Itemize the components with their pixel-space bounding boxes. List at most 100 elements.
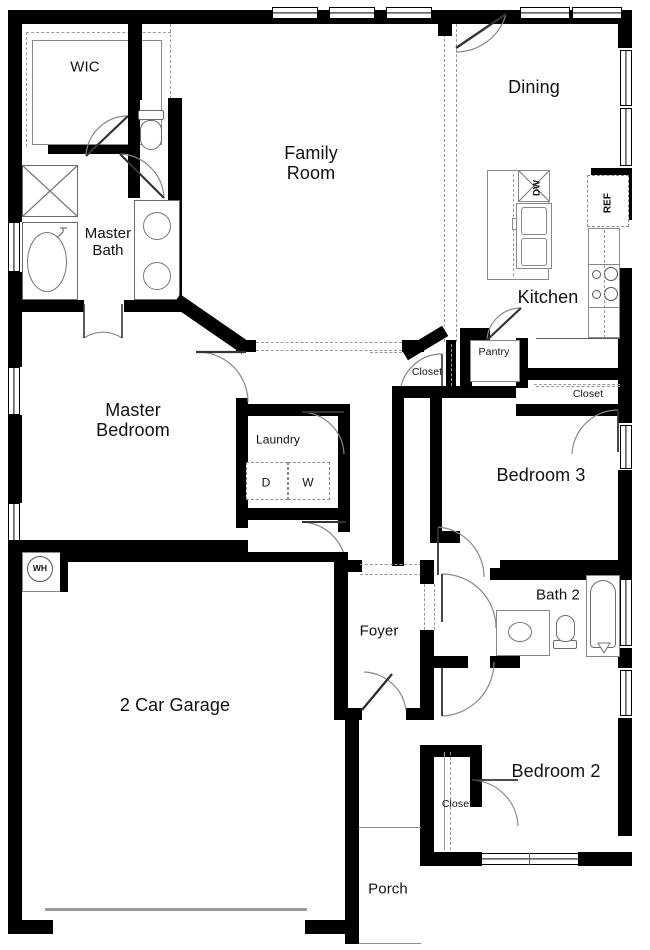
kitchen-counter-edge: [536, 338, 620, 340]
room-label-closet-bed3: Closet: [572, 388, 604, 401]
wall-masterbath-bottom: [8, 300, 84, 312]
garage-door-opening: [45, 908, 307, 911]
window-dining-right-1: [620, 50, 632, 106]
wall-hall-left: [392, 386, 404, 566]
exterior-wall-top: [8, 10, 632, 24]
wall-jog-hall: [401, 325, 449, 361]
room-label-family-room: Family Room: [284, 142, 338, 183]
window-family-1: [272, 7, 318, 19]
kitchen-upper-cabinet-line2: [536, 386, 620, 387]
room-label-wic: WIC: [70, 58, 100, 76]
master-tub-basin: [27, 232, 67, 292]
wall-family-bottom-left: [236, 340, 256, 352]
wall-bed2-bottom-right: [578, 852, 632, 866]
wall-bed3-top: [516, 404, 622, 416]
wall-laundry-bottom: [236, 508, 350, 520]
window-masterbath-left: [8, 222, 20, 272]
water-heater-circle: [27, 556, 53, 582]
window-masterbed-left-1: [8, 367, 20, 415]
window-family-2: [329, 7, 375, 19]
exterior-wall-right-s4: [618, 470, 632, 575]
door-dining-patio-swing[interactable]: [452, 12, 508, 54]
room-label-dining: Dining: [508, 76, 560, 97]
wall-bed2-bottom-left: [420, 852, 482, 866]
wall-masterbed-bottom-2: [68, 540, 248, 552]
room-label-bath-2: Bath 2: [536, 586, 580, 604]
wall-toilet-room-right: [168, 98, 182, 198]
family-opening-dash-2: [256, 350, 402, 351]
window-bedroom2-right: [620, 670, 632, 716]
bath2-toilet-bowl: [556, 615, 575, 642]
door-masterbath-entry-swing[interactable]: [82, 304, 126, 340]
wall-porch-left: [345, 718, 359, 943]
appliance-water-heater-label: WH: [32, 563, 48, 574]
exterior-wall-bottom-garage: [8, 920, 53, 934]
wall-masterbath-bottom-2: [124, 300, 182, 312]
pantry-shelving: [470, 340, 520, 382]
wall-masterbed-bottom: [8, 540, 68, 552]
room-label-master-bedroom: Master Bedroom: [96, 399, 170, 440]
exterior-wall-left-upper: [8, 10, 22, 222]
wall-bed2-top: [420, 745, 470, 757]
porch-edge-line: [359, 943, 421, 945]
dishwasher-x-icon: [518, 170, 550, 202]
window-family-3: [386, 7, 432, 19]
appliance-washer-label: W: [302, 475, 314, 490]
kitchen-sink-bowl-2: [521, 238, 547, 266]
door-bath2-swing[interactable]: [440, 572, 498, 630]
window-bedroom3-right: [620, 425, 632, 469]
master-shower-x: [22, 165, 78, 217]
bath2-tub-basin: [590, 580, 616, 648]
door-pantry-swing[interactable]: [485, 306, 525, 342]
wall-foyer-right-lower: [420, 630, 434, 720]
kitchen-sink-faucet: [512, 218, 517, 230]
room-label-bedroom-3: Bedroom 3: [496, 464, 586, 485]
door-bed3-swing[interactable]: [434, 525, 486, 579]
bed3closet-shelf-1: [534, 384, 620, 385]
wall-bed3closet-top: [528, 368, 632, 380]
door-laundry-top-swing[interactable]: [300, 410, 346, 456]
wall-foyer-bottom-right: [406, 708, 434, 720]
cooktop-burner-1: [592, 270, 601, 279]
wall-pantry-top: [460, 328, 490, 340]
door-masterbed-swing[interactable]: [196, 348, 252, 404]
wall-foyer-top: [334, 560, 362, 572]
room-label-laundry: Laundry: [255, 432, 301, 447]
wall-porch-bottom-stub: [345, 930, 359, 944]
master-toilet-tank: [138, 110, 164, 120]
porch-step-line: [359, 827, 421, 829]
door-bed3closet-swing[interactable]: [570, 408, 620, 456]
wall-angled-master: [172, 294, 250, 354]
door-bed2closet-swing[interactable]: [470, 778, 520, 828]
door-hall-to-bed2-swing[interactable]: [440, 660, 650, 718]
room-label-kitchen: Kitchen: [517, 286, 579, 307]
door-front-entry-swing[interactable]: [358, 671, 408, 714]
wic-shelf-left: [26, 32, 27, 147]
room-label-garage: 2 Car Garage: [119, 694, 231, 715]
wic-shelf-right: [170, 24, 171, 99]
wic-shelf-top: [26, 32, 171, 33]
room-label-bedroom-2: Bedroom 2: [511, 760, 601, 781]
room-label-foyer: Foyer: [359, 622, 399, 640]
hall-opening-dash-1: [370, 342, 402, 343]
exterior-wall-left-lower: [8, 549, 22, 934]
door-wic-swing[interactable]: [84, 114, 140, 170]
cooktop-burner-4: [604, 287, 618, 301]
cooktop-burner-2: [604, 267, 618, 281]
foyer-opening-dash-2: [360, 574, 422, 575]
wall-wh-right: [60, 552, 68, 592]
bed2closet-rod: [444, 752, 446, 850]
exterior-wall-garage-right-stub: [305, 920, 345, 934]
wall-family-left: [128, 10, 142, 100]
wall-garage-top-2: [68, 552, 348, 562]
kitchen-sink-bowl-1: [521, 207, 547, 235]
door-master-toilet-swing[interactable]: [118, 152, 170, 204]
tub-faucet-icon: [56, 227, 67, 239]
exterior-wall-right-s3: [618, 268, 632, 423]
wall-masterbed-right: [236, 398, 248, 528]
wall-dining-left-stub: [438, 10, 452, 36]
window-bath2-right: [620, 578, 632, 646]
master-sink-1: [143, 212, 171, 240]
exterior-wall-left-mid2: [8, 415, 22, 503]
room-label-closet-bed2: Closet: [441, 798, 473, 811]
